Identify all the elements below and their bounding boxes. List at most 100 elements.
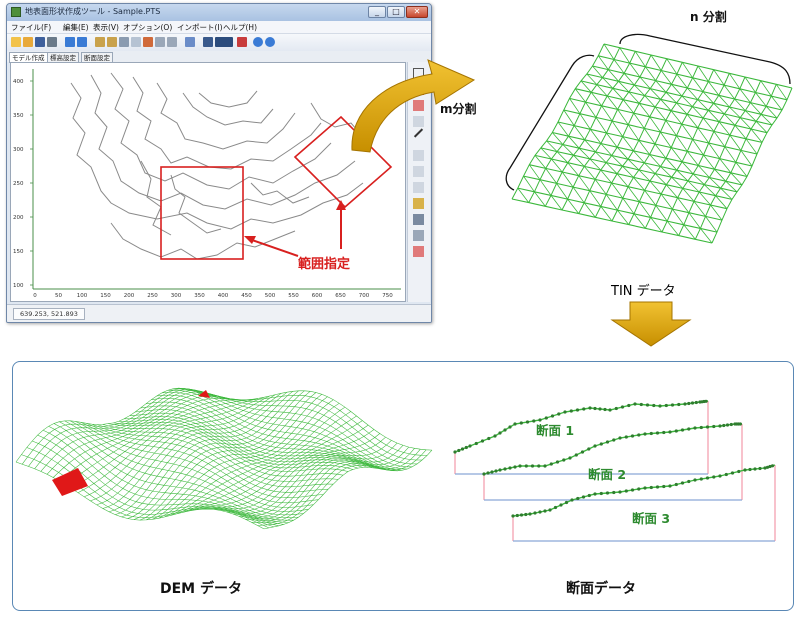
section-point: [544, 416, 548, 420]
section-point: [468, 444, 472, 448]
range-selection-left[interactable]: [160, 166, 244, 260]
section-point: [564, 500, 569, 505]
dem-col-line: [113, 422, 353, 470]
menu-help[interactable]: ヘルプ(H): [223, 23, 257, 32]
menu-edit[interactable]: 編集(E): [63, 23, 89, 32]
dem-range-marker: [52, 468, 88, 496]
dem-col-line: [69, 420, 314, 508]
about-icon[interactable]: [265, 37, 275, 47]
tab-section[interactable]: 断面設定: [81, 52, 113, 63]
section-point: [599, 491, 603, 496]
down-arrow-to-outputs: [610, 301, 692, 347]
redo-icon[interactable]: [77, 37, 87, 47]
section-point: [587, 493, 591, 498]
section-point: [730, 471, 735, 475]
x-tick-label: 500: [265, 293, 276, 299]
section-point: [486, 471, 490, 475]
section-point: [674, 429, 678, 433]
marker-icon[interactable]: [413, 246, 424, 257]
polyline-icon[interactable]: [413, 182, 424, 193]
menu-file[interactable]: ファイル(F): [11, 23, 52, 32]
tin-diagonal: [557, 121, 748, 177]
dem-col-line: [75, 421, 319, 504]
section-icon[interactable]: [215, 37, 233, 47]
section-point: [618, 490, 622, 494]
maximize-button[interactable]: □: [387, 6, 405, 18]
section-point: [705, 425, 710, 429]
tin-diagonal: [517, 187, 713, 244]
save-icon[interactable]: [35, 37, 45, 47]
move-icon[interactable]: [413, 230, 424, 241]
y-tick-label: 350: [13, 113, 24, 119]
section-point: [662, 430, 666, 435]
section-point: [712, 424, 716, 429]
section-point: [618, 436, 622, 440]
section-point: [487, 436, 491, 441]
x-tick-label: 400: [218, 293, 229, 299]
grid-palette-icon[interactable]: [413, 198, 424, 209]
section-point: [738, 422, 742, 426]
zoom-in-icon[interactable]: [95, 37, 105, 47]
new-file-icon[interactable]: [11, 37, 21, 47]
range-pointer-arrows: [244, 200, 346, 257]
section-point: [543, 509, 547, 513]
section-point: [480, 439, 485, 443]
section-point: [637, 487, 641, 491]
print-icon[interactable]: [47, 37, 57, 47]
help-icon[interactable]: [253, 37, 263, 47]
eraser-icon[interactable]: [155, 37, 165, 47]
layer-icon[interactable]: [185, 37, 195, 47]
range-rotate-icon[interactable]: [413, 100, 424, 111]
menu-view[interactable]: 表示(V): [93, 23, 119, 32]
section-point: [562, 458, 566, 462]
measure-icon[interactable]: [167, 37, 177, 47]
dem-col-line: [26, 447, 274, 528]
section-point: [718, 474, 722, 478]
horizontal-icon[interactable]: [413, 150, 424, 161]
dem-mesh: [15, 387, 433, 530]
section-point: [599, 442, 603, 446]
tin-diagonal: [603, 43, 788, 101]
section-point: [704, 399, 708, 403]
pan-icon[interactable]: [119, 37, 129, 47]
section-point: [587, 447, 591, 451]
menu-options[interactable]: オプション(O): [123, 23, 173, 32]
section-point: [627, 403, 631, 408]
minimize-button[interactable]: _: [368, 6, 386, 18]
section-point: [722, 423, 726, 428]
section-point: [724, 472, 728, 477]
undo-icon[interactable]: [65, 37, 75, 47]
delete-icon[interactable]: [413, 214, 424, 225]
dem-col-line: [86, 423, 329, 493]
vertical-icon[interactable]: [413, 166, 424, 177]
x-tick-label: 650: [335, 293, 346, 299]
section-profiles: [453, 399, 776, 542]
close-button[interactable]: ✕: [406, 6, 428, 18]
section-point: [680, 428, 685, 432]
zoom-out-icon[interactable]: [107, 37, 117, 47]
x-tick-label: 50: [55, 293, 62, 299]
tin-icon[interactable]: [203, 37, 213, 47]
section-point: [652, 403, 656, 408]
tab-elevation[interactable]: 標高設定: [47, 52, 79, 63]
section-point: [624, 489, 628, 493]
model-icon[interactable]: [237, 37, 247, 47]
app-icon: [11, 7, 21, 17]
section-point: [513, 465, 517, 469]
section-point: [538, 510, 542, 514]
section-point: [460, 447, 465, 451]
pencil-icon[interactable]: [143, 37, 153, 47]
section-point: [765, 465, 770, 469]
range-selection-right[interactable]: [293, 115, 393, 209]
select-icon[interactable]: [413, 116, 424, 127]
open-folder-icon[interactable]: [23, 37, 33, 47]
section-point: [705, 476, 710, 480]
grid-icon[interactable]: [131, 37, 141, 47]
y-tick-label: 250: [13, 181, 24, 187]
section-point: [519, 513, 524, 517]
section-point: [548, 508, 552, 512]
menu-import[interactable]: インポート(I): [177, 23, 223, 32]
section-point: [612, 438, 616, 442]
